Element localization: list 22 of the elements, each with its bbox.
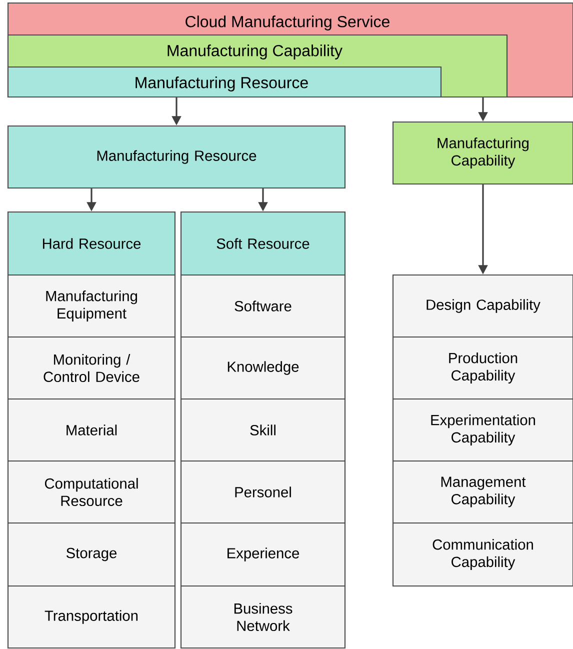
item-cell: Design Capability [392,274,573,338]
category-box: Manufacturing Capability [392,121,573,185]
item-cell: Skill [180,398,346,462]
item-cell: Experience [180,522,346,587]
item-cell: Computational Resource [7,460,176,524]
band-heading: Manufacturing Resource [7,66,442,98]
item-cell: Business Network [180,585,346,649]
item-cell: Monitoring / Control Device [7,336,176,400]
item-cell: Experimentation Capability [392,398,573,462]
item-cell: Communication Capability [392,522,573,587]
item-cell: Production Capability [392,336,573,400]
item-cell: Material [7,398,176,462]
column-header: Soft Resource [180,211,346,276]
item-cell: Personel [180,460,346,524]
item-cell: Management Capability [392,460,573,524]
item-cell: Storage [7,522,176,587]
item-cell: Software [180,274,346,338]
item-cell: Transportation [7,585,176,649]
item-cell: Knowledge [180,336,346,400]
column-header: Hard Resource [7,211,176,276]
category-box: Manufacturing Resource [7,125,346,189]
item-cell: Manufacturing Equipment [7,274,176,338]
